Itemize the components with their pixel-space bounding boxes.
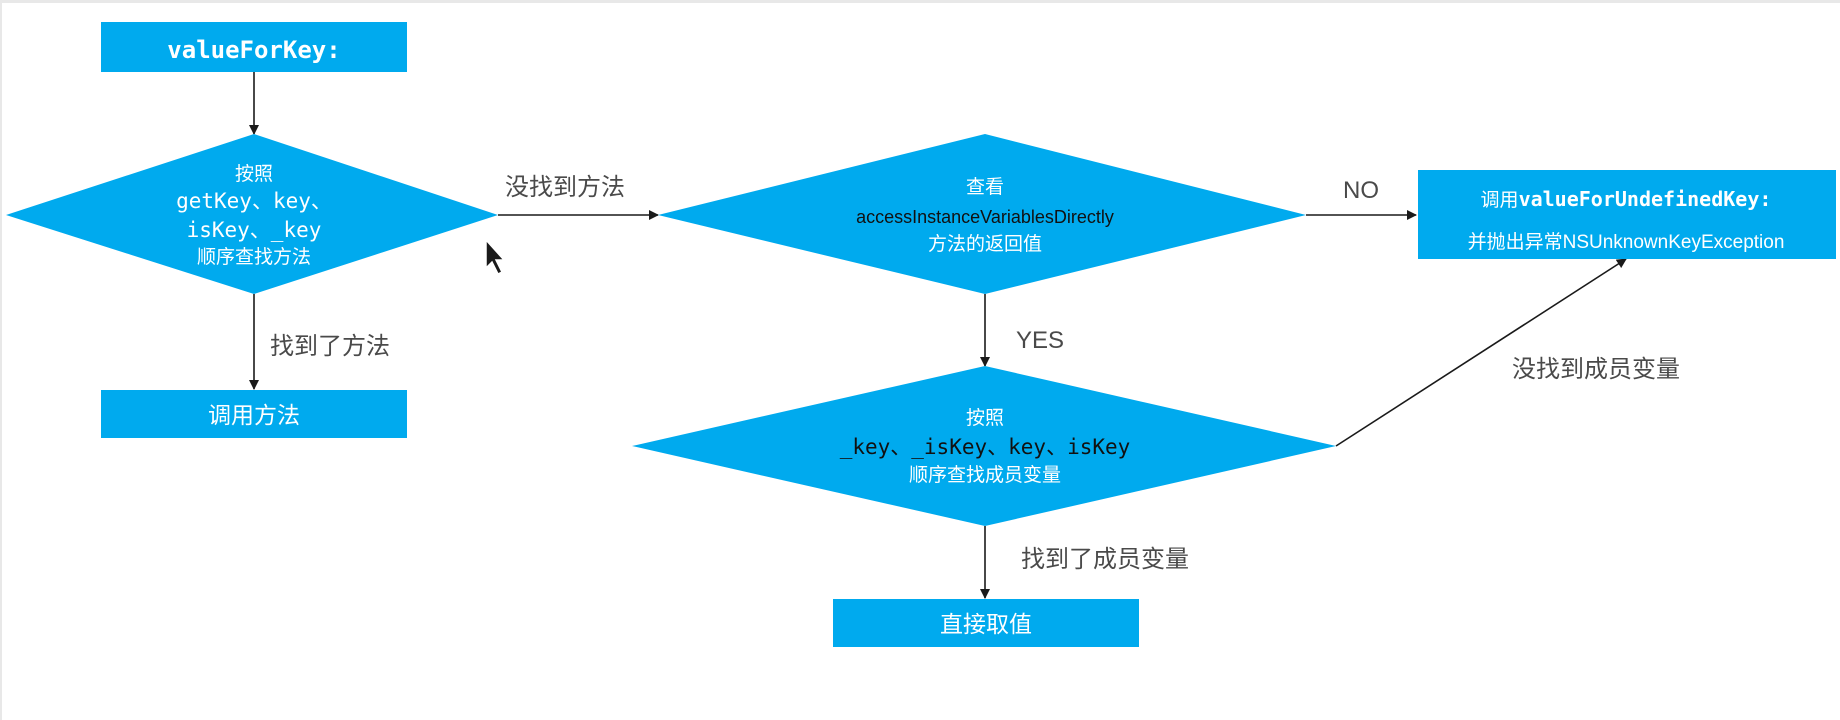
start-box-text: valueForKey: xyxy=(167,36,340,64)
decision-find-method-line1: 按照 xyxy=(235,163,273,185)
label-ivar-not-found: 没找到成员变量 xyxy=(1512,356,1680,383)
undefined-key-line1-code: valueForUndefinedKey: xyxy=(1519,187,1772,211)
get-value-text: 直接取值 xyxy=(940,611,1032,637)
left-border xyxy=(0,0,2,720)
decision-find-ivar-line3: 顺序查找成员变量 xyxy=(909,464,1061,486)
decision-access-line2: accessInstanceVariablesDirectly xyxy=(856,207,1114,227)
decision-find-method-line2: getKey、key、 xyxy=(176,189,332,213)
decision-find-method xyxy=(6,134,498,294)
decision-find-ivar-line2: _key、_isKey、key、isKey xyxy=(840,435,1131,459)
decision-access-line1: 查看 xyxy=(966,176,1004,198)
undefined-key-line1-prefix: 调用 xyxy=(1481,189,1519,211)
undefined-key-line1: 调用valueForUndefinedKey: xyxy=(1481,187,1772,211)
undefined-key-line2-prefix: 并抛出异常 xyxy=(1468,231,1563,253)
decision-find-ivar xyxy=(632,366,1336,526)
undefined-key-box xyxy=(1418,170,1836,259)
label-method-not-found: 没找到方法 xyxy=(505,174,625,201)
undefined-key-line2-code: NSUnknownKeyException xyxy=(1563,232,1785,253)
call-method-text: 调用方法 xyxy=(208,402,300,428)
label-ivar-found: 找到了成员变量 xyxy=(1021,546,1189,573)
decision-find-method-line4: 顺序查找方法 xyxy=(197,246,311,268)
top-border xyxy=(0,0,1840,3)
label-no: NO xyxy=(1343,177,1379,204)
mouse-pointer-icon xyxy=(485,238,506,276)
decision-find-ivar-line1: 按照 xyxy=(966,407,1004,429)
label-yes: YES xyxy=(1016,327,1064,354)
get-value-box xyxy=(833,599,1139,647)
arrow-ivars-to-undefined xyxy=(1335,258,1627,447)
decision-find-method-line3: isKey、_key xyxy=(187,218,322,242)
decision-access-ivars xyxy=(658,134,1306,294)
decision-access-line3: 方法的返回值 xyxy=(928,233,1042,255)
start-box xyxy=(101,22,407,72)
label-method-found: 找到了方法 xyxy=(270,333,390,360)
call-method-box xyxy=(101,390,407,438)
undefined-key-line2: 并抛出异常NSUnknownKeyException xyxy=(1468,231,1785,253)
